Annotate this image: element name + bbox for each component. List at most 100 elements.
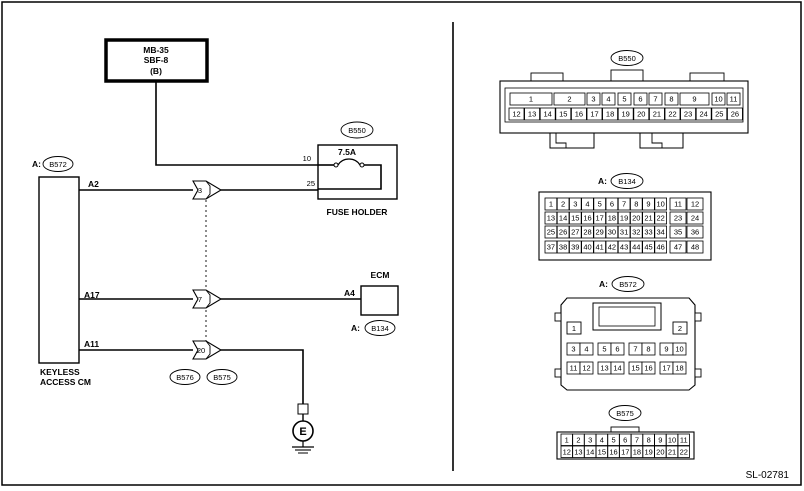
b575-pin: 6 bbox=[623, 435, 627, 444]
source-line-1: MB-35 bbox=[143, 45, 169, 55]
b134-pin: 16 bbox=[583, 214, 591, 223]
b575-pin: 1 bbox=[565, 435, 569, 444]
b134-pin-cell bbox=[605, 240, 619, 254]
b550-pin: 26 bbox=[731, 110, 739, 119]
b134-pin-cell bbox=[544, 197, 558, 211]
b134-pin: 19 bbox=[620, 214, 628, 223]
b550-badge bbox=[610, 50, 644, 66]
b572-label: B572 bbox=[619, 280, 637, 289]
b575-pin: 4 bbox=[600, 435, 604, 444]
b550-pin: 15 bbox=[559, 110, 567, 119]
b572-pin: 13 bbox=[600, 364, 608, 373]
b134-pin: 7 bbox=[622, 200, 626, 209]
b575-pin: 18 bbox=[633, 447, 641, 456]
b550-pin: 22 bbox=[668, 110, 676, 119]
b134-pin: 14 bbox=[559, 214, 567, 223]
keyless-label-2: ACCESS CM bbox=[40, 377, 91, 387]
b134-pin-cell bbox=[556, 197, 570, 211]
b550-pin-cell bbox=[617, 92, 632, 106]
joint-pin-3: 3 bbox=[198, 186, 202, 195]
wire-source-to-fuse bbox=[155, 81, 318, 166]
b550-pin: 9 bbox=[692, 95, 696, 104]
b134-pin-cell bbox=[581, 225, 594, 239]
b134-pin-cell bbox=[669, 197, 687, 211]
b572-pin: 12 bbox=[582, 364, 590, 373]
b550-pin-cell bbox=[711, 92, 726, 106]
b134-pin: 31 bbox=[620, 228, 628, 237]
b134-pin-cell bbox=[654, 225, 667, 239]
b550-pin: 5 bbox=[622, 95, 626, 104]
b550-label: B550 bbox=[618, 54, 636, 63]
fuse-holder-label: FUSE HOLDER bbox=[327, 207, 388, 217]
b550-pin: 10 bbox=[714, 95, 722, 104]
b550-pin: 25 bbox=[715, 110, 723, 119]
ground-label: E bbox=[299, 426, 306, 438]
keyless-pin-a11: A11 bbox=[84, 339, 99, 349]
b134-pin: 1 bbox=[549, 200, 553, 209]
b550-pin-cell bbox=[602, 107, 618, 121]
joint-connector-badge-1 bbox=[169, 369, 201, 385]
b550-pin: 12 bbox=[512, 110, 520, 119]
b572-pin: 9 bbox=[664, 345, 668, 354]
b550-pin-cell bbox=[601, 92, 616, 106]
b134-pin-cell bbox=[654, 197, 667, 211]
b134-pin: 44 bbox=[632, 243, 640, 252]
b134-pin: 5 bbox=[598, 200, 602, 209]
b134-pin-cell bbox=[669, 211, 687, 225]
b575-pin: 7 bbox=[635, 435, 639, 444]
keyless-prefix: A: bbox=[32, 159, 41, 169]
joint-connector-3: 3 bbox=[192, 180, 223, 200]
b572-pin-cell bbox=[672, 361, 687, 375]
b550-pin: 3 bbox=[591, 95, 595, 104]
b572-pin-cell bbox=[579, 361, 594, 375]
b550-pin: 18 bbox=[606, 110, 614, 119]
b134-pin: 12 bbox=[691, 200, 699, 209]
b134-pin-cell bbox=[605, 225, 619, 239]
joint-connector-20: 20 bbox=[192, 340, 223, 360]
b134-pin: 36 bbox=[691, 228, 699, 237]
b134-pin-cell bbox=[544, 240, 558, 254]
b550-pin-cell bbox=[679, 92, 710, 106]
b134-pin: 11 bbox=[674, 200, 682, 209]
b134-pin-cell bbox=[556, 225, 570, 239]
b575-pin: 8 bbox=[647, 435, 651, 444]
joint-connector-badge-2 bbox=[206, 369, 238, 385]
b134-pin: 6 bbox=[610, 200, 614, 209]
joint-pin-7: 7 bbox=[198, 295, 202, 304]
b572-pin-cell bbox=[672, 342, 687, 356]
b550-pin: 7 bbox=[653, 95, 657, 104]
b572-badge bbox=[611, 276, 645, 292]
b550-pin: 11 bbox=[730, 95, 738, 104]
b550-pin: 16 bbox=[575, 110, 583, 119]
b134-pin: 18 bbox=[608, 214, 616, 223]
source-box: MB-35 SBF-8 (B) bbox=[104, 38, 209, 83]
b575-badge bbox=[608, 405, 642, 421]
b134-pin-cell bbox=[617, 240, 631, 254]
b550-pin-cell bbox=[586, 92, 601, 106]
ecm-connector-label: B134 bbox=[371, 324, 389, 333]
keyless-access-cm: A: B572 KEYLESS ACCESS CM A2 A17 A11 bbox=[32, 156, 100, 387]
b572-pin-2: 2 bbox=[678, 324, 682, 333]
b134-pin: 33 bbox=[644, 228, 652, 237]
b572-pin: 17 bbox=[662, 364, 670, 373]
fuse-connector-badge bbox=[340, 121, 374, 139]
b572-pin-cell bbox=[610, 342, 625, 356]
b134-pin: 29 bbox=[596, 228, 604, 237]
b134-pin: 32 bbox=[632, 228, 640, 237]
b134-pin: 25 bbox=[547, 228, 555, 237]
b550-pin: 21 bbox=[653, 110, 661, 119]
b134-label: B134 bbox=[618, 177, 636, 186]
b550-pin: 4 bbox=[606, 95, 610, 104]
b575-pin: 14 bbox=[586, 447, 594, 456]
fuse-lead-out bbox=[318, 164, 382, 190]
b572-pin: 3 bbox=[571, 345, 575, 354]
ecm-prefix: A: bbox=[351, 323, 360, 333]
b134-pin: 17 bbox=[596, 214, 604, 223]
fuse-rating: 7.5A bbox=[338, 147, 356, 157]
b572-pin: 18 bbox=[675, 364, 683, 373]
b134-pin-cell bbox=[669, 240, 687, 254]
b575-pin: 11 bbox=[680, 435, 688, 444]
